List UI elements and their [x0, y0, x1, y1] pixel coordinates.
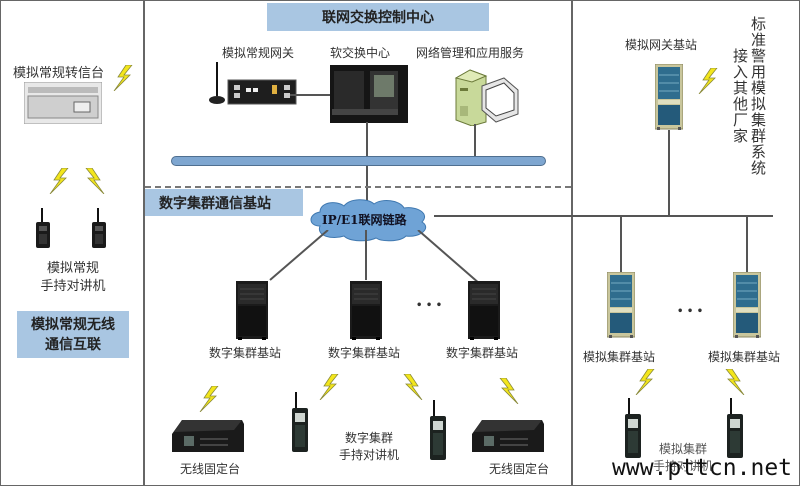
- digital-handheld-label-line1: 数字集群: [344, 431, 393, 445]
- network-bus-bar: [171, 156, 546, 166]
- cloud-to-right-link: [434, 215, 773, 217]
- digital-ellipsis: • • •: [416, 300, 443, 311]
- analog-trunk-handheld-label-line1: 模拟集群: [658, 442, 707, 456]
- signal-bolt-icon: [499, 378, 519, 404]
- analog-branch-right: [746, 215, 748, 273]
- signal-bolt-icon: [698, 68, 718, 94]
- analog-trunk-handheld-label: 模拟集群 手持对讲机: [650, 441, 716, 475]
- analog-handheld-label-line2: 手持对讲机: [40, 279, 106, 294]
- digital-handheld-radio-icon: [430, 400, 446, 460]
- digital-handheld-label-line2: 手持对讲机: [338, 448, 399, 462]
- gateway-cabinet-drop: [668, 130, 670, 215]
- vertical-title-other-vendors: 接入其他厂家: [731, 48, 749, 144]
- nms-bus-link: [474, 124, 476, 156]
- analog-base-station-icon: [733, 272, 761, 338]
- signal-bolt-icon: [725, 369, 745, 395]
- cloud-label: IP/E1联网链路: [322, 213, 407, 227]
- fixed-station-label: 无线固定台: [180, 462, 241, 476]
- digital-base-station-icon: [468, 281, 500, 341]
- digital-handheld-radio-icon: [292, 392, 308, 452]
- digital-base-station-icon: [350, 281, 382, 341]
- link-bs-1: [269, 230, 329, 281]
- ip-e1-cloud-icon: [310, 199, 427, 242]
- left-section-title-line2: 通信互联: [45, 336, 101, 353]
- signal-bolt-icon: [113, 65, 133, 91]
- signal-bolt-icon: [199, 386, 219, 412]
- digital-handheld-label: 数字集群 手持对讲机: [336, 430, 402, 464]
- digital-base-station-label: 数字集群基站: [446, 346, 519, 360]
- watermark: www.pttcn.net: [612, 455, 793, 481]
- softswitch-label: 软交换中心: [330, 46, 391, 60]
- analog-handheld-radio-icon: [36, 208, 50, 248]
- softswitch-bus-link: [366, 122, 368, 210]
- digital-base-station-icon: [236, 281, 268, 341]
- digital-trunking-title: 数字集群通信基站: [145, 189, 303, 216]
- analog-base-station-label: 模拟集群基站: [708, 350, 781, 364]
- analog-base-station-label: 模拟集群基站: [583, 350, 656, 364]
- analog-ellipsis: • • •: [677, 306, 704, 317]
- divider-left: [143, 0, 145, 486]
- analog-trunk-handheld-icon: [625, 398, 641, 458]
- analog-gateway-cabinet-icon: [655, 64, 683, 130]
- analog-base-station-icon: [607, 272, 635, 338]
- repeater-label: 模拟常规转信台: [13, 66, 105, 81]
- signal-bolt-icon: [635, 369, 655, 395]
- repeater-icon: [24, 82, 102, 124]
- gateway-label: 模拟常规网关: [222, 46, 295, 60]
- nms-computer-icon: [454, 69, 519, 126]
- softswitch-rack-icon: [330, 65, 408, 123]
- dashed-divider: [145, 186, 571, 188]
- analog-gateway-station-label: 模拟网关基站: [625, 38, 698, 52]
- signal-bolt-icon: [49, 168, 69, 194]
- nms-label: 网络管理和应用服务: [416, 46, 525, 60]
- vertical-title-standard-system: 标准警用模拟集群系统: [749, 16, 767, 176]
- analog-handheld-radio-icon: [92, 208, 106, 248]
- left-section-title: 模拟常规无线 通信互联: [17, 311, 129, 358]
- divider-right: [571, 0, 573, 486]
- left-section-title-line1: 模拟常规无线: [31, 316, 115, 333]
- analog-branch-bar: [620, 215, 773, 217]
- fixed-station-label: 无线固定台: [489, 462, 550, 476]
- signal-bolt-icon: [403, 374, 423, 400]
- gateway-link: [290, 94, 335, 96]
- digital-base-station-label: 数字集群基站: [209, 346, 282, 360]
- fixed-station-icon: [172, 420, 244, 452]
- fixed-station-icon: [472, 420, 544, 452]
- signal-bolt-icon: [85, 168, 105, 194]
- control-center-title: 联网交换控制中心: [267, 3, 489, 31]
- gateway-device-icon: [209, 62, 297, 105]
- digital-base-station-label: 数字集群基站: [328, 346, 401, 360]
- analog-branch-left: [620, 215, 622, 273]
- link-bs-3: [417, 230, 481, 285]
- analog-handheld-label: 模拟常规 手持对讲机: [40, 260, 106, 296]
- signal-bolt-icon: [319, 374, 339, 400]
- analog-trunk-handheld-label-line2: 手持对讲机: [652, 459, 713, 473]
- analog-trunk-handheld-icon: [727, 398, 743, 458]
- analog-handheld-label-line1: 模拟常规: [46, 261, 99, 276]
- cloud-links: [269, 230, 481, 285]
